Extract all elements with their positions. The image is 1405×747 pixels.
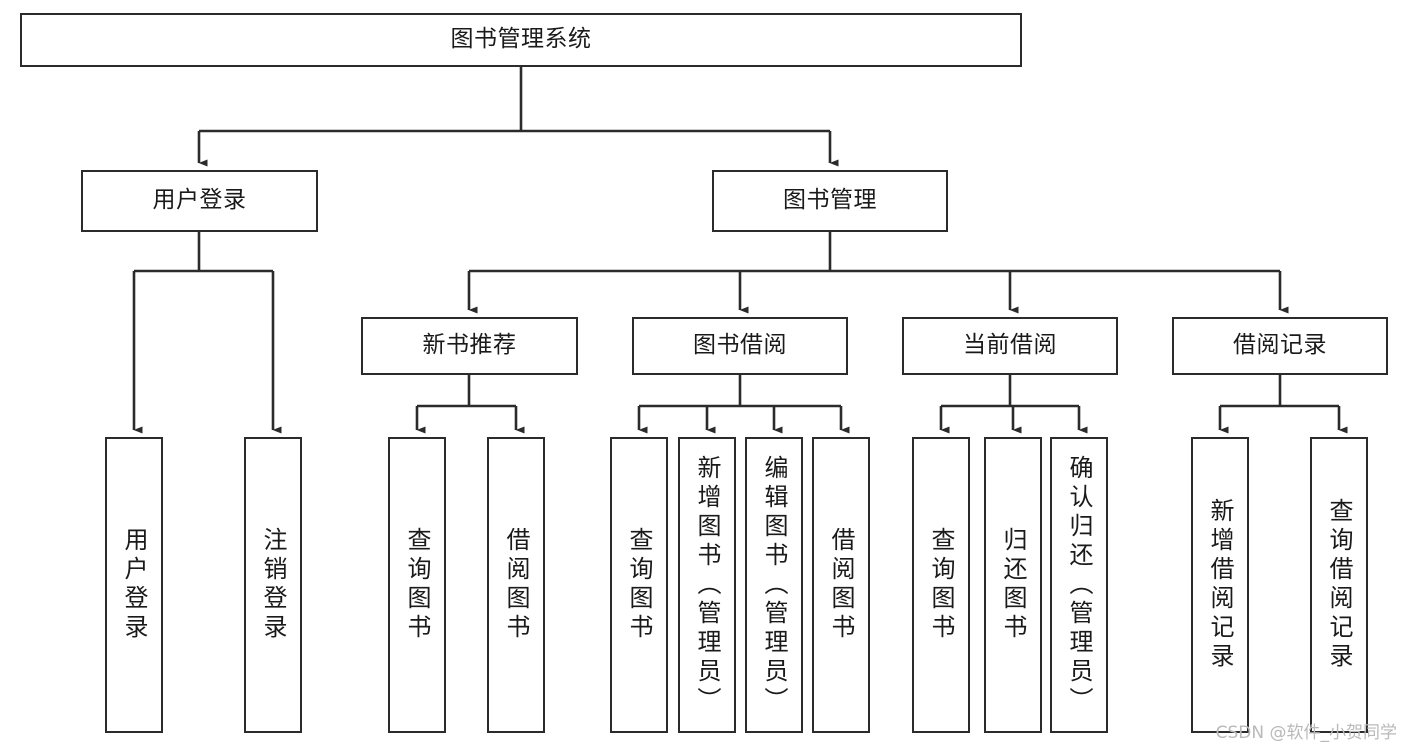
node-label-borrow-record: 借阅记录 — [1233, 332, 1327, 359]
node-current-borrow[interactable]: 当前借阅 — [902, 317, 1118, 375]
node-leaf-borrow-book-recommend[interactable]: 借阅图书 — [487, 437, 545, 733]
node-leaf-borrow-book[interactable]: 借阅图书 — [812, 437, 870, 733]
node-label-leaf-user-login: 用户登录 — [120, 527, 148, 643]
node-label-leaf-logout-login: 注销登录 — [259, 527, 287, 643]
node-leaf-query-book-recommend[interactable]: 查询图书 — [388, 437, 446, 733]
node-label-leaf-return-book: 归还图书 — [999, 527, 1027, 643]
node-label-book-borrow: 图书借阅 — [693, 332, 787, 359]
node-user-login[interactable]: 用户登录 — [81, 170, 318, 232]
node-label-leaf-borrow-book: 借阅图书 — [827, 527, 855, 643]
node-label-current-borrow: 当前借阅 — [963, 332, 1057, 359]
node-label-leaf-query-book-recommend: 查询图书 — [403, 527, 431, 643]
node-label-leaf-query-book-current: 查询图书 — [927, 527, 955, 643]
node-leaf-query-book-borrow[interactable]: 查询图书 — [610, 437, 668, 733]
node-leaf-query-book-current[interactable]: 查询图书 — [912, 437, 970, 733]
node-leaf-return-book[interactable]: 归还图书 — [984, 437, 1042, 733]
connectors-group — [132, 67, 1348, 434]
node-leaf-edit-book-admin[interactable]: 编辑图书（管理员） — [745, 437, 803, 733]
node-leaf-logout-login[interactable]: 注销登录 — [244, 437, 302, 733]
node-label-user-login: 用户登录 — [152, 187, 247, 214]
node-label-leaf-query-borrow-record: 查询借阅记录 — [1325, 498, 1353, 672]
node-label-book-management: 图书管理 — [783, 187, 877, 214]
node-leaf-user-login[interactable]: 用户登录 — [105, 437, 163, 733]
node-leaf-confirm-return-admin[interactable]: 确认归还（管理员） — [1050, 437, 1108, 733]
node-label-leaf-query-book-borrow: 查询图书 — [625, 527, 653, 643]
node-label-leaf-add-borrow-record: 新增借阅记录 — [1206, 498, 1234, 672]
node-leaf-query-borrow-record[interactable]: 查询借阅记录 — [1310, 437, 1368, 733]
node-book-management[interactable]: 图书管理 — [712, 170, 948, 232]
node-label-leaf-add-book-admin: 新增图书（管理员） — [693, 454, 721, 716]
node-new-book-recommend[interactable]: 新书推荐 — [361, 317, 578, 375]
node-borrow-record[interactable]: 借阅记录 — [1172, 317, 1388, 375]
node-label-new-book-recommend: 新书推荐 — [422, 332, 517, 359]
node-label-root: 图书管理系统 — [450, 26, 592, 53]
node-label-leaf-edit-book-admin: 编辑图书（管理员） — [760, 454, 788, 716]
node-book-borrow[interactable]: 图书借阅 — [632, 317, 848, 375]
node-leaf-add-borrow-record[interactable]: 新增借阅记录 — [1191, 437, 1249, 733]
node-label-leaf-confirm-return-admin: 确认归还（管理员） — [1065, 454, 1093, 716]
node-root[interactable]: 图书管理系统 — [20, 13, 1022, 67]
node-label-leaf-borrow-book-recommend: 借阅图书 — [502, 527, 530, 643]
node-leaf-add-book-admin[interactable]: 新增图书（管理员） — [678, 437, 736, 733]
